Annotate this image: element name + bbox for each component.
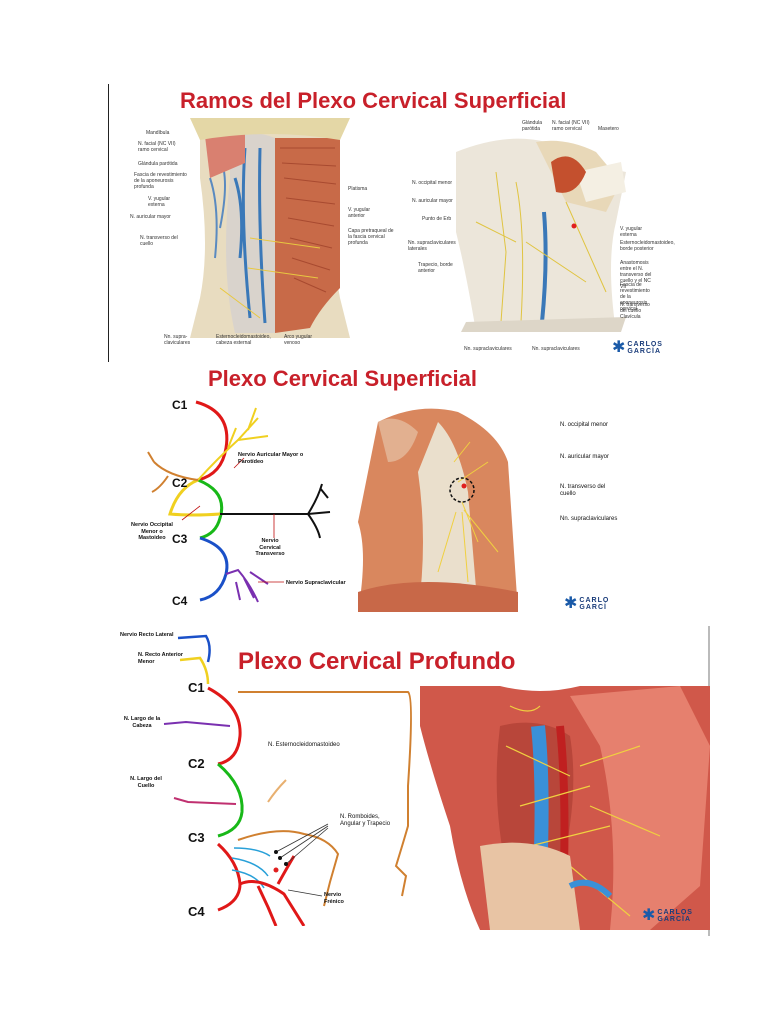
p1r-right-label: Esternocleidomastoideo, borde posterior xyxy=(620,240,675,252)
label-recto-lateral: Nervio Recto Lateral xyxy=(120,632,174,638)
level-c4: C4 xyxy=(188,904,205,919)
p1-bottom-label: Esternocleidomastoideo, cabeza esternal xyxy=(216,334,271,346)
level-c3: C3 xyxy=(188,830,205,845)
label-auricular: Nervio Auricular Mayor o Parotídeo xyxy=(238,452,304,465)
p1-left-label: N. auricular mayor xyxy=(130,214,171,220)
p1-left-label: Mandíbula xyxy=(146,130,170,136)
p1r-left-label: Punto de Erb xyxy=(422,216,452,222)
fig-label: Nn. supraclaviculares xyxy=(560,516,618,522)
p1r-left-label: N. occipital menor xyxy=(412,180,453,186)
anterior-neck-figure xyxy=(190,118,350,338)
caduceus-icon: ✱ xyxy=(612,339,626,356)
label-recto-anterior: N. Recto Anterior Menor xyxy=(138,652,184,665)
p1-right-label: Platisma xyxy=(348,186,368,192)
level-c3: C3 xyxy=(172,532,188,546)
fig-label: N. occipital menor xyxy=(560,422,609,428)
panel-superficial-plexus: Plexo Cervical Superficial C1 C2 C3 C4 N… xyxy=(108,362,638,620)
panel-superficial-branches: Ramos del Plexo Cervical Superficial Man… xyxy=(108,84,675,362)
p1r-right-label: Anastomosis entre el N. transverso del c… xyxy=(620,260,652,290)
deep-plexus-diagram xyxy=(163,634,412,926)
superficial-plexus-diagram xyxy=(147,400,331,603)
p1-left-label: Glándula parótida xyxy=(138,161,178,167)
p1-right-label: Capa pretraqueal de la fascia cervical p… xyxy=(348,228,394,246)
p1r-top-label: N. facial (NC VII) ramo cervical xyxy=(552,120,590,132)
label-frenico: Nervio Frénico xyxy=(324,892,344,905)
p1-right-label: V. yugular anterior xyxy=(348,207,371,219)
panel-deep-plexus: Plexo Cervical Profundo C1 C2 C3 C4 Nerv… xyxy=(108,626,710,936)
p1r-right-label: Fascia de revestimiento de la aponeurosi… xyxy=(620,282,650,312)
lateral-neck-illustration xyxy=(358,408,518,612)
panel1-title: Ramos del Plexo Cervical Superficial xyxy=(180,88,567,113)
c2-c3-loop xyxy=(197,478,224,540)
lateral-neck-figure xyxy=(456,138,626,332)
level-c1: C1 xyxy=(172,398,188,412)
p1r-left-label: Trapecio, borde anterior xyxy=(418,262,453,274)
label-romboides: N. Romboides, Angular y Trapecio xyxy=(340,814,391,827)
p1-left-label: Fascia de revestimiento de la aponeurosi… xyxy=(134,172,187,190)
caduceus-icon: ✱ xyxy=(564,595,578,612)
p1r-top-label: Glándula parótida xyxy=(522,120,543,132)
p1r-top-label: Masetero xyxy=(598,126,619,132)
label-supraclav: Nervio Supraclavicular xyxy=(286,580,346,586)
p1r-bottom-label: Nn. supraclaviculares xyxy=(464,346,512,352)
p1-left-label: N. transverso del cuello xyxy=(140,235,178,247)
p1r-right-label: N. transverso del cuello xyxy=(620,302,650,314)
panel3-title: Plexo Cervical Profundo xyxy=(238,648,516,675)
p1r-bottom-label: Nn. supraclaviculares xyxy=(532,346,580,352)
level-c2: C2 xyxy=(172,476,188,490)
fig-label: N. auricular mayor xyxy=(560,454,610,460)
p1r-left-label: N. auricular mayor xyxy=(412,198,453,204)
p1r-right-label: V. yugular externa xyxy=(620,226,643,238)
label-esterno: N. Esternocleidomastoideo xyxy=(268,742,340,748)
level-c2: C2 xyxy=(188,756,205,771)
p1-bottom-label: Arco yugular venoso xyxy=(284,334,313,346)
level-c4: C4 xyxy=(172,594,188,608)
p1r-left-label: Nn. supraclaviculares laterales xyxy=(408,240,456,252)
c1-c2-loop xyxy=(195,400,229,482)
p1-left-label: N. facial (NC VII) ramo cervical xyxy=(138,141,176,153)
deep-neck-illustration xyxy=(420,686,710,930)
label-largo-cabeza: N. Largo de la Cabeza xyxy=(123,716,161,729)
p1-left-label: V. yugular externa xyxy=(148,196,171,208)
label-transverso: Nervio Cervical Transverso xyxy=(255,538,285,557)
p1r-right-label: Clavícula xyxy=(620,314,641,320)
p1-bottom-label: Nn. supra-claviculares xyxy=(164,334,191,346)
c3-c4-loop xyxy=(199,536,229,602)
fig-label: N. transverso del cuello xyxy=(560,484,606,497)
label-largo-cuello: N. Largo del Cuello xyxy=(130,776,162,789)
panel2-title: Plexo Cervical Superficial xyxy=(208,366,478,391)
panel-border xyxy=(108,84,109,362)
level-c1: C1 xyxy=(188,680,205,695)
caduceus-icon: ✱ xyxy=(642,907,656,924)
label-occipital: Nervio Occipital Menor o Mastoideo xyxy=(131,522,173,541)
